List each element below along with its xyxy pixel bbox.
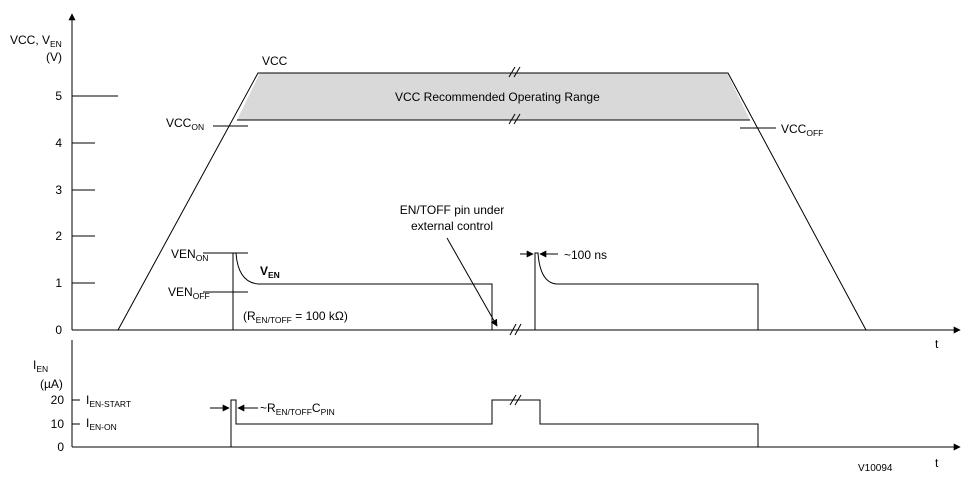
rc-label: ~REN/TOFFCPIN (260, 401, 335, 417)
break-mark (513, 66, 521, 78)
ns-label: ~100 ns (564, 248, 608, 262)
en-toff-callout-line1: EN/TOFF pin under (399, 203, 505, 217)
ven-off-label: VENOFF (168, 285, 210, 301)
ien-waveform (72, 399, 759, 448)
ien-on-label: IEN-ON (86, 416, 117, 432)
r-en-toff-label: (REN/TOFF = 100 kΩ) (243, 309, 348, 325)
tick-label-0: 0 (55, 323, 62, 337)
ven-on-label: VENON (171, 247, 209, 263)
bottom-y-axis-label: IEN (33, 358, 49, 374)
break-mark (508, 66, 516, 78)
top-y-axis-unit: (V) (46, 50, 62, 64)
figure-id: V10094 (858, 463, 893, 474)
break-mark (509, 323, 517, 336)
tick-label-20: 20 (50, 393, 64, 407)
ven-waveform-1 (72, 252, 502, 331)
tick-label-0-bottom: 0 (57, 440, 64, 454)
break-mark (514, 394, 522, 406)
vcc-on-label: VCCON (166, 116, 205, 132)
tick-label-4: 4 (55, 136, 62, 150)
ien-start-label: IEN-START (86, 393, 132, 409)
bottom-x-axis-label: t (935, 456, 939, 470)
tick-label-3: 3 (55, 183, 62, 197)
top-y-axis-label: VCC, VEN (10, 33, 62, 49)
operating-range-band (237, 73, 750, 120)
tick-label-10: 10 (50, 417, 64, 431)
tick-label-5: 5 (55, 89, 62, 103)
en-toff-arrow (446, 237, 498, 327)
bottom-y-axis-unit: (µA) (40, 377, 63, 391)
range-label: VCC Recommended Operating Range (395, 90, 600, 104)
break-mark (514, 323, 522, 336)
vcc-off-label: VCCOFF (781, 122, 824, 138)
break-mark (509, 394, 517, 406)
ven-waveform-2 (524, 252, 759, 331)
tick-label-2: 2 (55, 229, 62, 243)
vcc-label: VCC (262, 54, 288, 68)
break-mark (513, 113, 521, 125)
top-x-axis-label: t (935, 337, 939, 351)
en-toff-callout-line2: external control (410, 219, 494, 233)
vcc-waveform (117, 72, 867, 331)
tick-label-1: 1 (55, 276, 62, 290)
break-mark (508, 113, 516, 125)
ven-signal-label: VEN (260, 264, 280, 280)
